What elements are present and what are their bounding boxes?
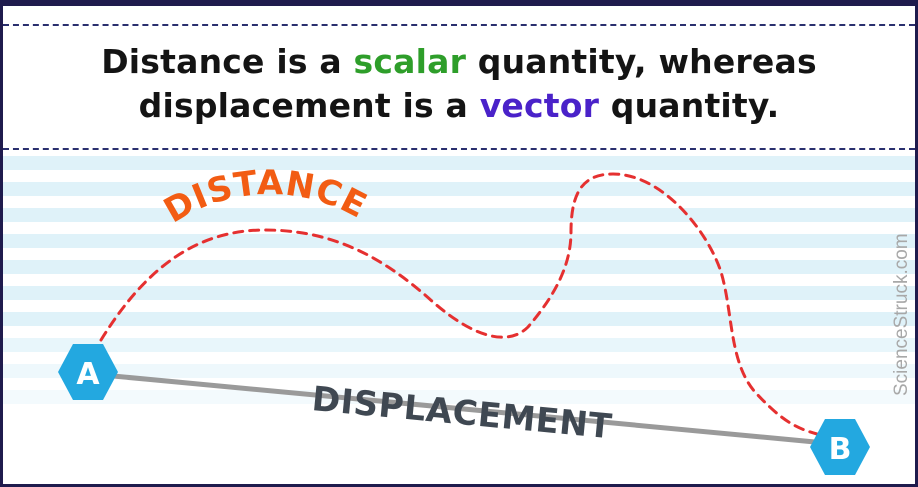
headline-text: displacement is a [138, 86, 480, 125]
headline-line-2: displacement is a vector quantity. [3, 84, 915, 128]
diagram-scene: DISTANCE DISPLACEMENT A B [3, 152, 915, 484]
vector-word: vector [479, 86, 600, 125]
point-b-label: B [829, 432, 852, 467]
point-a-hexagon [58, 344, 118, 400]
headline-text: Distance is a [101, 42, 354, 81]
distance-path [99, 172, 819, 436]
point-b: B [810, 419, 870, 475]
headline-text: quantity, whereas [466, 42, 817, 81]
header-banner: Distance is a scalar quantity, whereas d… [3, 24, 915, 150]
scalar-word: scalar [353, 42, 467, 81]
point-b-hexagon [810, 419, 870, 475]
headline-text: quantity. [599, 86, 780, 125]
watermark-credit: ScienceStruck.com [891, 233, 912, 396]
diagram-svg: DISTANCE DISPLACEMENT A B [3, 152, 915, 484]
point-a: A [58, 344, 118, 400]
displacement-line [112, 373, 816, 445]
striped-background [3, 152, 915, 484]
headline-line-1: Distance is a scalar quantity, whereas [3, 40, 915, 84]
headline: Distance is a scalar quantity, whereas d… [3, 40, 915, 128]
point-a-label: A [76, 357, 100, 392]
